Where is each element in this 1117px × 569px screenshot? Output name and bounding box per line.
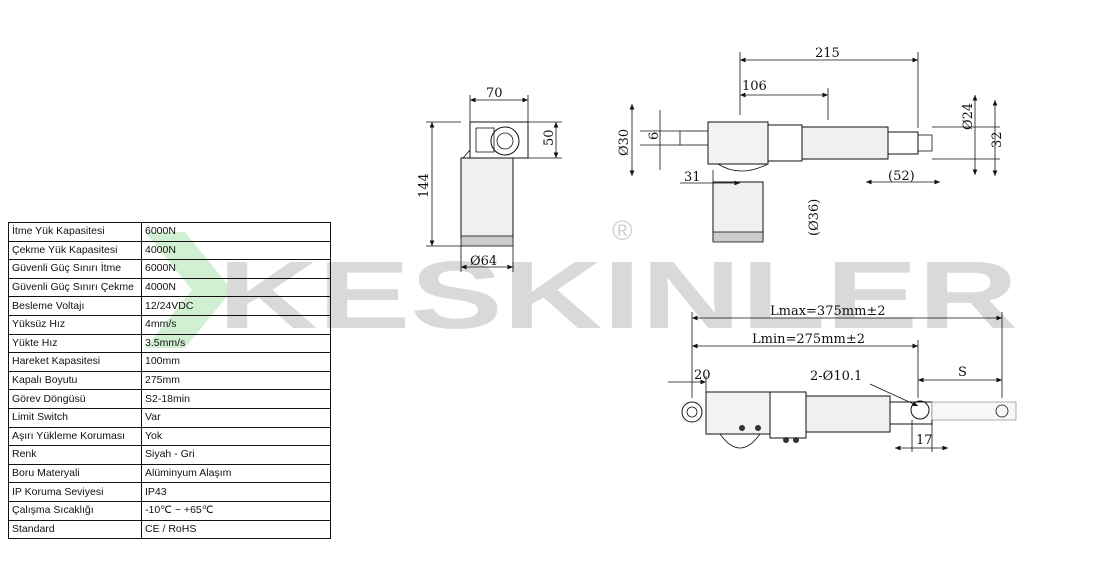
- spec-label: Aşırı Yükleme Koruması: [8, 426, 142, 447]
- dim-dia-64: Ø64: [470, 254, 497, 269]
- dim-215: 215: [815, 46, 840, 61]
- dim-lmin: Lmin=275mm±2: [752, 332, 865, 347]
- spec-label: Yüksüz Hız: [8, 314, 142, 335]
- watermark-text: KESKINLER: [218, 242, 1018, 349]
- bottom-view: Lmax=375mm±2 Lmin=275mm±2 20 2-Ø10.1 S 1…: [668, 304, 1017, 452]
- side-view: 215 106 Ø30 6 31 Ø24 32 (52) (Ø36): [617, 46, 1005, 243]
- spec-label: Güvenli Güç Sınırı Çekme: [8, 277, 142, 298]
- spec-label: Kapalı Boyutu: [8, 370, 142, 391]
- spec-label: Güvenli Güç Sınırı İtme: [8, 259, 142, 279]
- spec-label: Standard: [8, 519, 142, 540]
- dim-17: 17: [916, 433, 933, 448]
- spec-value: Var: [141, 407, 331, 428]
- spec-value: Siyah - Gri: [141, 445, 331, 465]
- dim-6: 6: [647, 132, 662, 140]
- dim-dia-30: Ø30: [617, 129, 632, 156]
- spec-label: Boru Materyali: [8, 463, 142, 484]
- spec-value: 4000N: [141, 240, 331, 261]
- dim-20: 20: [694, 368, 711, 383]
- spec-value: IP43: [141, 482, 331, 502]
- spec-row: Çalışma Sıcaklığı-10℃ ~ +65℃: [8, 500, 331, 521]
- spec-value: Yok: [141, 426, 331, 447]
- spec-label: Hareket Kapasitesi: [8, 352, 142, 372]
- dim-dia-36: (Ø36): [807, 199, 822, 236]
- end-view: 70 50 144 Ø64: [417, 86, 562, 272]
- spec-value: 6000N: [141, 259, 331, 279]
- spec-value: Alüminyum Alaşım: [141, 463, 331, 484]
- spec-value: S2-18min: [141, 389, 331, 409]
- dim-32: 32: [990, 131, 1005, 148]
- dim-144: 144: [417, 173, 432, 198]
- spec-label: Renk: [8, 445, 142, 465]
- spec-label: IP Koruma Seviyesi: [8, 482, 142, 502]
- dim-holes: 2-Ø10.1: [810, 369, 862, 384]
- spec-label: Limit Switch: [8, 407, 142, 428]
- spec-value: CE / RoHS: [141, 519, 331, 540]
- spec-value: 4000N: [141, 277, 331, 298]
- spec-value: 4mm/s: [141, 314, 331, 335]
- dim-70: 70: [486, 86, 503, 101]
- spec-label: Yükte Hız: [8, 333, 142, 354]
- spec-label: Besleme Voltajı: [8, 296, 142, 316]
- registered-mark: ®: [612, 215, 633, 246]
- spec-value: 100mm: [141, 352, 331, 372]
- spec-value: 3.5mm/s: [141, 333, 331, 354]
- dim-50: 50: [542, 129, 557, 146]
- spec-label: Çalışma Sıcaklığı: [8, 500, 142, 521]
- dim-dia-24: Ø24: [961, 103, 976, 130]
- dim-106: 106: [742, 79, 767, 94]
- dim-52: (52): [888, 169, 915, 184]
- spec-label: Görev Döngüsü: [8, 389, 142, 409]
- spec-value: 275mm: [141, 370, 331, 391]
- spec-label: Çekme Yük Kapasitesi: [8, 240, 142, 261]
- dim-lmax: Lmax=375mm±2: [770, 304, 886, 319]
- dim-stroke: S: [958, 365, 967, 380]
- spec-value: 12/24VDC: [141, 296, 331, 316]
- dim-31: 31: [684, 170, 701, 185]
